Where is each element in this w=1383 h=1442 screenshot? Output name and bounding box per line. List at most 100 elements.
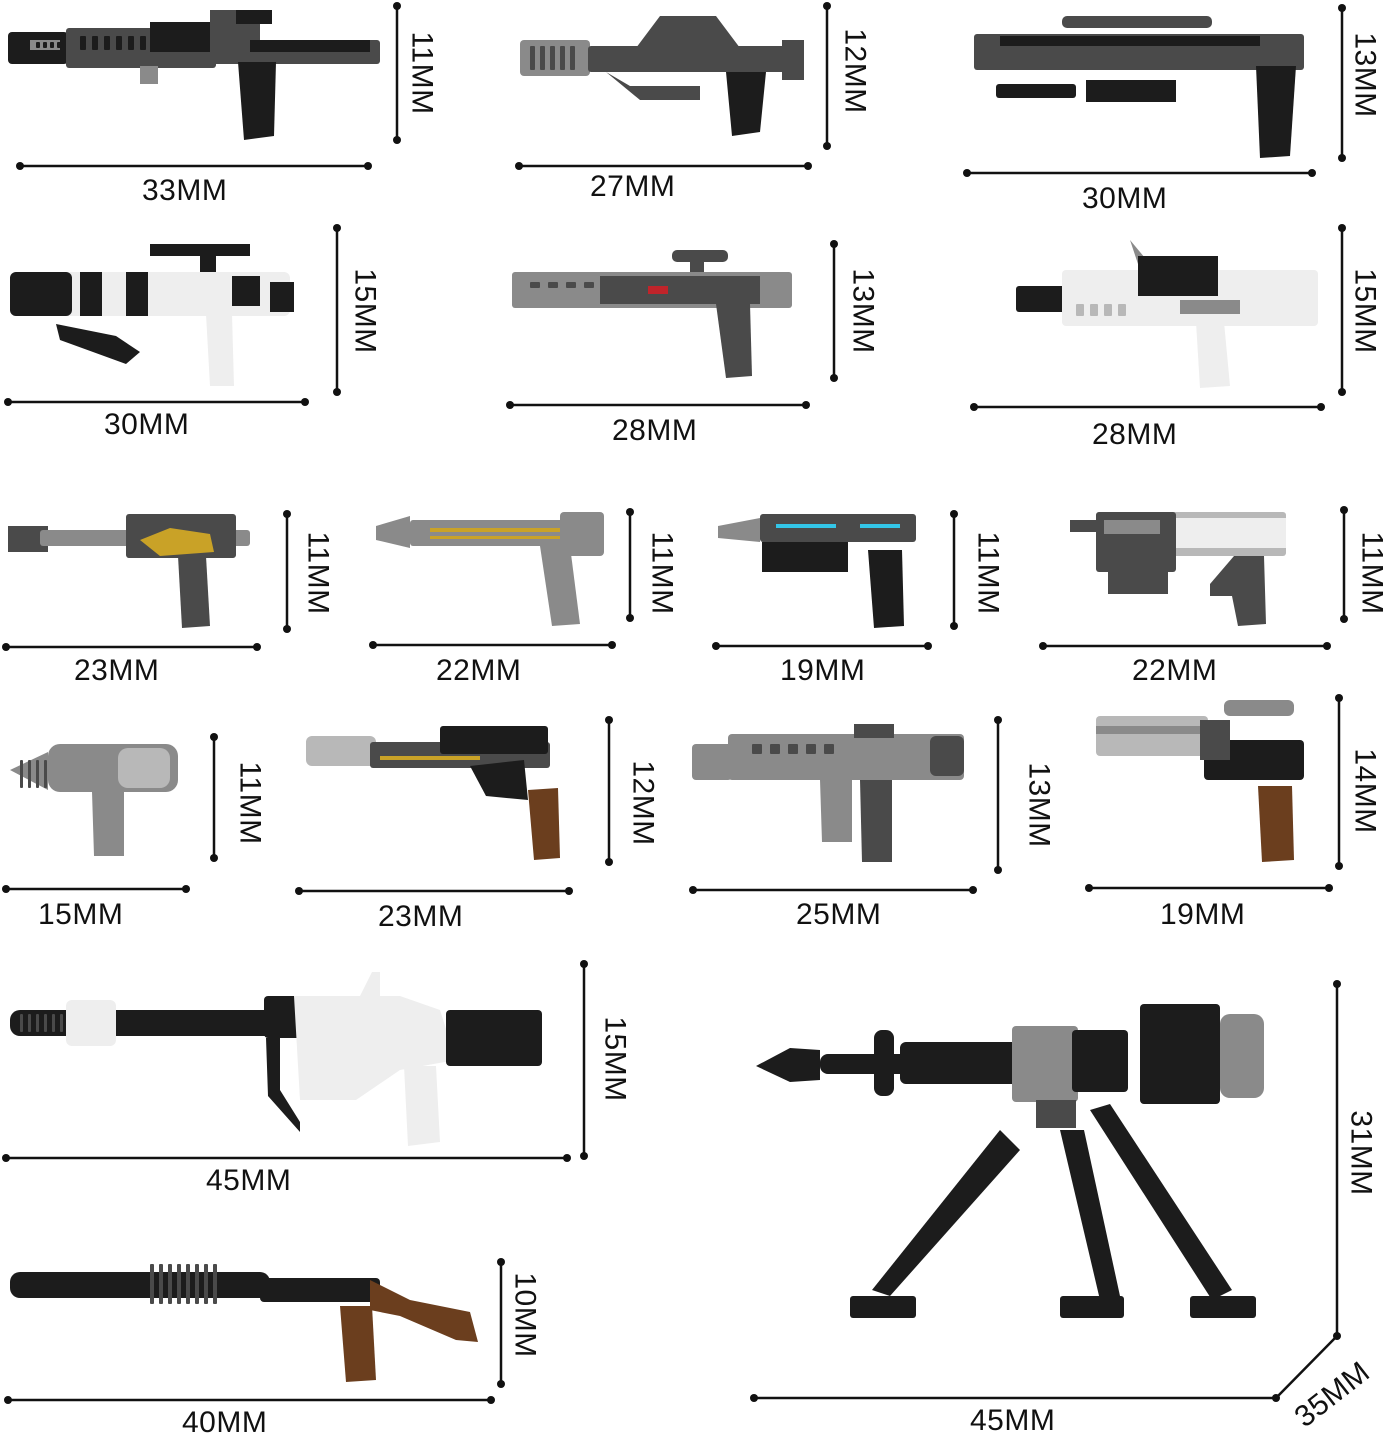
weapon-cyan-pistol — [718, 514, 916, 628]
ruler-end-dot — [565, 887, 573, 895]
gold-ornament — [140, 528, 214, 556]
ruler-end-dot — [283, 510, 291, 518]
ruler-end-dot — [804, 162, 812, 170]
weapon-blaster-rifle — [8, 10, 380, 140]
ruler-end-dot — [182, 885, 190, 893]
ruler-end-dot — [515, 162, 523, 170]
weapon-heavy-blaster — [520, 16, 804, 136]
height-label-5: 13MM — [846, 268, 880, 354]
grip — [540, 546, 580, 626]
ruler-end-dot — [823, 2, 831, 10]
vent-slot — [44, 1014, 47, 1032]
vent-slot — [788, 744, 798, 754]
fore-strut — [266, 1038, 300, 1132]
ruler-end-dot — [393, 2, 401, 10]
height-ruler-4 — [333, 224, 341, 396]
white-frame — [294, 972, 456, 1100]
ruler-end-dot — [580, 960, 588, 968]
ruler-end-dot — [1317, 403, 1325, 411]
top-pipe — [1224, 700, 1294, 716]
length-label-2: 27MM — [590, 170, 676, 203]
ruler-end-dot — [1340, 506, 1348, 514]
rear-block — [560, 512, 604, 556]
height-ruler-5 — [830, 240, 838, 382]
height-label-8: 11MM — [645, 531, 679, 615]
height-ruler-1 — [393, 2, 401, 144]
scope-mount — [200, 256, 216, 276]
rear-block — [232, 276, 260, 306]
under-arc — [606, 72, 700, 100]
fore-grip — [820, 780, 852, 842]
vent-slot — [28, 760, 31, 788]
receiver — [440, 726, 548, 754]
vent-slot — [104, 36, 110, 50]
vent-slot — [159, 1264, 163, 1304]
ruler-end-dot — [580, 1152, 588, 1160]
height-ruler-8 — [626, 508, 634, 622]
ruler-end-dot — [16, 162, 24, 170]
vent-slot — [43, 42, 47, 48]
rear-cap — [270, 282, 294, 312]
weapon-brown-carbine — [306, 726, 560, 860]
length-ruler-9 — [712, 642, 932, 650]
ruler-end-dot — [1335, 862, 1343, 870]
ruler-end-dot — [253, 643, 261, 651]
ruler-end-dot — [608, 641, 616, 649]
yellow-stripe — [430, 536, 560, 539]
ruler-end-dot — [1338, 224, 1346, 232]
grip — [238, 62, 276, 140]
ruler-end-dot — [4, 398, 12, 406]
height-label-3: 13MM — [1348, 32, 1382, 118]
ruler-end-dot — [1333, 980, 1341, 988]
handle-arc — [636, 16, 740, 48]
weapon-wood-stock-rifle — [10, 1264, 478, 1382]
barrel-band — [126, 272, 148, 316]
ruler-end-dot — [712, 642, 720, 650]
ruler-end-dot — [970, 403, 978, 411]
weapon-sniper-blaster — [974, 16, 1304, 158]
barrel-band — [80, 272, 102, 316]
barrel — [760, 514, 916, 542]
weapon-drill-pistol — [10, 744, 178, 856]
ruler-end-dot — [2, 1154, 10, 1162]
wood-grip — [340, 1306, 376, 1382]
ruler-end-dot — [626, 614, 634, 622]
vent-slot — [824, 744, 834, 754]
vent-slot — [584, 282, 594, 288]
muzzle-tube — [306, 736, 376, 766]
grip — [178, 556, 210, 628]
ruler-end-dot — [994, 866, 1002, 874]
side-panel — [1180, 300, 1240, 314]
vent-slot — [140, 36, 146, 50]
scope — [854, 724, 894, 738]
ruler-end-dot — [969, 886, 977, 894]
ruler-end-dot — [497, 1258, 505, 1266]
grip — [868, 550, 904, 628]
grip — [1210, 556, 1266, 626]
ruler-end-dot — [301, 398, 309, 406]
vent-slot — [92, 36, 98, 50]
ruler-end-dot — [295, 887, 303, 895]
foot-left — [850, 1296, 916, 1318]
height-ruler-16 — [497, 1258, 505, 1388]
upper-block — [150, 22, 210, 52]
ruler-end-dot — [823, 142, 831, 150]
length-label-9: 19MM — [780, 654, 866, 687]
foot-center — [1060, 1296, 1124, 1318]
ruler-end-dot — [2, 885, 10, 893]
breech — [1072, 1030, 1128, 1092]
length-ruler-10 — [1039, 642, 1331, 650]
vent-slot — [80, 36, 86, 50]
ruler-end-dot — [1323, 642, 1331, 650]
length-ruler-8 — [369, 641, 616, 649]
ruler-end-dot — [950, 622, 958, 630]
ruler-end-dot — [830, 374, 838, 382]
length-label-7: 23MM — [74, 654, 160, 687]
ruler-end-dot — [393, 136, 401, 144]
barrel-gap — [1096, 726, 1208, 734]
center-housing — [1012, 1026, 1078, 1102]
barrel-jacket — [900, 1042, 1020, 1084]
trigger-frame — [470, 760, 528, 800]
ruler-end-dot — [626, 508, 634, 516]
vent-slot — [20, 1014, 23, 1032]
